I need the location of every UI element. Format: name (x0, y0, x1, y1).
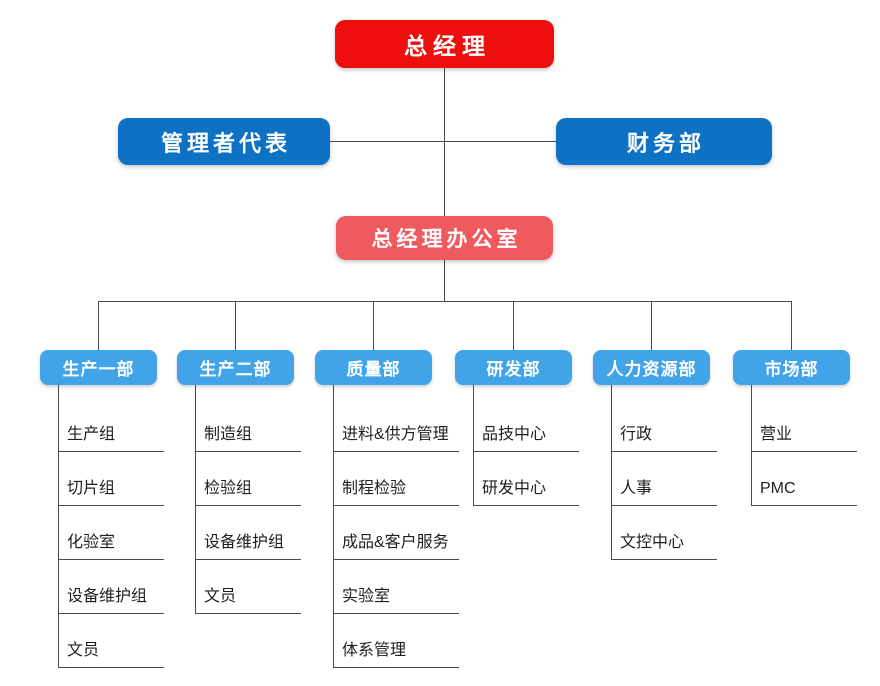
sub-unit-item: PMC (752, 452, 857, 506)
sub-unit-item: 品技中心 (474, 398, 579, 452)
sub-unit-item: 人事 (612, 452, 717, 506)
department-label: 生产二部 (199, 360, 272, 379)
sub-unit-item: 研发中心 (474, 452, 579, 506)
sub-unit-item: 设备维护组 (59, 560, 164, 614)
sub-unit-item: 设备维护组 (196, 506, 301, 560)
sub-unit-item: 制程检验 (334, 452, 459, 506)
node-gm-office: 总经理办公室 (336, 216, 553, 260)
sub-unit-item: 进料&供方管理 (334, 398, 459, 452)
connector-office-down (444, 260, 445, 301)
node-management-representative-label: 管理者代表 (160, 130, 291, 156)
connector-drop (98, 301, 99, 350)
sub-unit-item: 化验室 (59, 506, 164, 560)
department-sub-list: 制造组检验组设备维护组文员 (195, 385, 301, 614)
sub-unit-item: 制造组 (196, 398, 301, 452)
department-box: 研发部 (455, 350, 572, 385)
department-sub-list: 行政人事文控中心 (611, 385, 717, 560)
sub-unit-item: 生产组 (59, 398, 164, 452)
node-general-manager: 总经理 (335, 20, 554, 68)
sub-unit-item: 文员 (196, 560, 301, 614)
sub-unit-item: 行政 (612, 398, 717, 452)
sub-unit-item: 切片组 (59, 452, 164, 506)
sub-unit-item: 营业 (752, 398, 857, 452)
sub-unit-item: 文控中心 (612, 506, 717, 560)
node-finance-department: 财务部 (556, 118, 772, 165)
department-sub-list: 生产组切片组化验室设备维护组文员 (58, 385, 164, 668)
department-label: 质量部 (346, 360, 401, 379)
connector-root-to-office (444, 68, 445, 216)
department-sub-list: 品技中心研发中心 (473, 385, 579, 506)
department-box: 生产一部 (40, 350, 157, 385)
connector-drop (235, 301, 236, 350)
connector-drop (651, 301, 652, 350)
connector-drop (513, 301, 514, 350)
sub-unit-item: 检验组 (196, 452, 301, 506)
node-finance-department-label: 财务部 (626, 130, 705, 156)
connector-departments-rail (98, 301, 792, 302)
node-management-representative: 管理者代表 (118, 118, 330, 165)
sub-unit-item: 体系管理 (334, 614, 459, 668)
department-sub-list: 进料&供方管理制程检验成品&客户服务实验室体系管理 (333, 385, 459, 668)
sub-unit-item: 成品&客户服务 (334, 506, 459, 560)
connector-drop (373, 301, 374, 350)
department-box: 人力资源部 (593, 350, 710, 385)
department-label: 人力资源部 (606, 360, 697, 379)
sub-unit-item: 实验室 (334, 560, 459, 614)
node-gm-office-label: 总经理办公室 (371, 228, 522, 251)
department-label: 研发部 (486, 360, 541, 379)
department-box: 质量部 (315, 350, 432, 385)
connector-drop (791, 301, 792, 350)
department-box: 市场部 (733, 350, 850, 385)
connector-level2-rail (330, 141, 556, 142)
sub-unit-item: 文员 (59, 614, 164, 668)
department-label: 市场部 (764, 360, 819, 379)
department-box: 生产二部 (177, 350, 294, 385)
node-general-manager-label: 总经理 (404, 33, 491, 59)
department-label: 生产一部 (62, 360, 135, 379)
